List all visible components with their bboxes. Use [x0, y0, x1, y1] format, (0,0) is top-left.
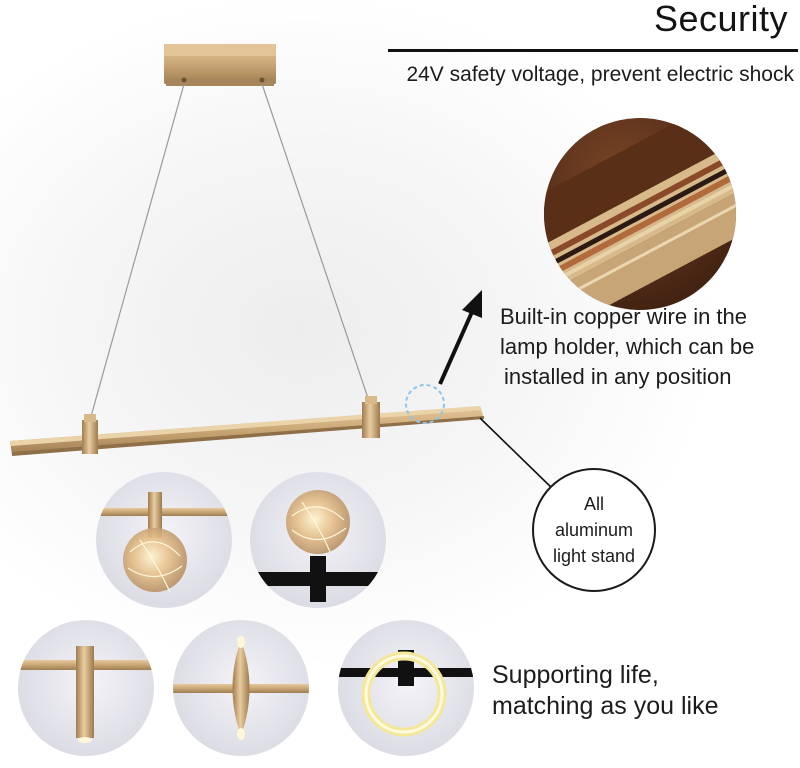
style-thumbnail-5 — [338, 620, 474, 756]
style-thumbnail-3 — [18, 620, 154, 756]
ceiling-canopy — [164, 44, 276, 86]
stand-label-line: All — [583, 494, 604, 514]
suspension-wire-left — [89, 83, 185, 421]
highlight-dashed-circle — [405, 384, 445, 424]
stand-label-line: aluminum — [554, 520, 634, 540]
page-subtitle: 24V safety voltage, prevent electric sho… — [406, 63, 794, 86]
callout-line: Built-in copper wire in the — [500, 304, 748, 329]
callout-line: installed in any position — [504, 364, 732, 389]
stand-material-label: All aluminum light stand — [532, 468, 656, 592]
support-text: Supporting life, matching as you like — [492, 660, 719, 722]
copper-wire-detail — [544, 118, 736, 310]
callout-line: lamp holder, which can be — [500, 334, 755, 359]
style-thumbnail-1 — [96, 472, 232, 608]
style-thumbnail-4 — [173, 620, 309, 756]
title-divider — [388, 49, 798, 52]
leader-line — [479, 417, 557, 493]
arrow-icon — [438, 290, 482, 385]
support-line: matching as you like — [492, 692, 719, 720]
copper-wire-callout: Built-in copper wire in the lamp holder,… — [500, 302, 790, 392]
style-thumbnail-2 — [250, 472, 386, 608]
aluminum-light-bar — [10, 396, 484, 456]
page-title: Security — [653, 0, 788, 39]
stand-label-line: light stand — [552, 546, 636, 566]
suspension-wire-right — [261, 83, 371, 405]
support-line: Supporting life, — [492, 661, 659, 689]
